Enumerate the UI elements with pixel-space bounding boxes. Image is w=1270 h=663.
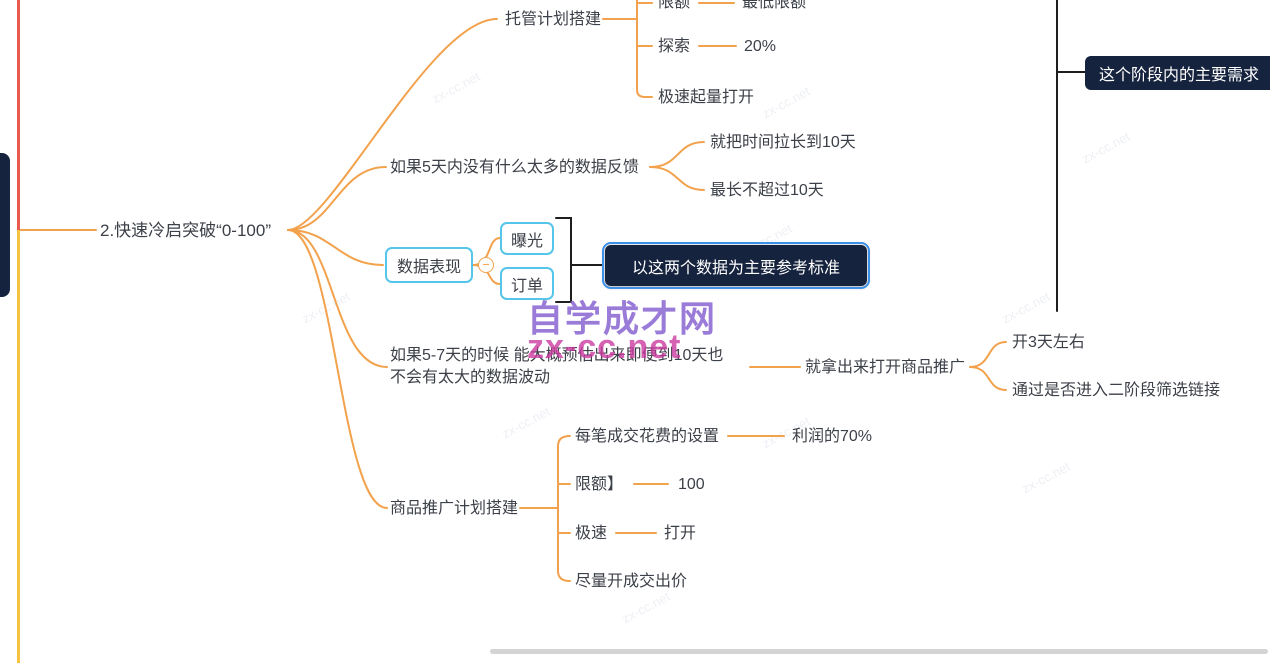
- node-speed-launch[interactable]: 极速起量打开: [658, 89, 755, 106]
- node-predict-line1: 如果5-7天的时候 能大概预估出来即便到10天也: [390, 347, 724, 364]
- collapse-button[interactable]: −: [478, 257, 494, 273]
- node-open-promotion[interactable]: 就拿出来打开商品推广: [805, 359, 966, 376]
- node-explore-value[interactable]: 20%: [744, 38, 777, 55]
- connector-main-feedback: [287, 166, 387, 231]
- summary-callout-label: 以这两个数据为主要参考标准: [631, 259, 840, 277]
- summary-callout[interactable]: 以这两个数据为主要参考标准: [602, 242, 870, 289]
- node-main-topic[interactable]: 2.快速冷启突破“0-100”: [100, 221, 271, 240]
- connector-dataperf-orders: [472, 264, 501, 285]
- node-max-10days[interactable]: 最长不超过10天: [710, 182, 824, 199]
- node-speed2[interactable]: 极速: [575, 525, 608, 542]
- connector-main-product: [287, 229, 388, 509]
- node-stage2-filter[interactable]: 通过是否进入二阶段筛选链接: [1012, 382, 1221, 399]
- horizontal-scrollbar-thumb[interactable]: [490, 649, 1268, 654]
- connector-feedback-max: [649, 166, 705, 191]
- collapsed-root-node[interactable]: [0, 153, 10, 297]
- node-extend-10days[interactable]: 就把时间拉长到10天: [710, 134, 856, 151]
- node-explore[interactable]: 探索: [658, 38, 691, 55]
- stage-need-box[interactable]: 这个阶段内的主要需求: [1085, 56, 1270, 90]
- node-cost-value[interactable]: 利润的70%: [792, 428, 873, 445]
- node-exposure[interactable]: 曝光: [500, 222, 554, 255]
- connector-action-stage2: [969, 366, 1007, 391]
- node-speed2-value[interactable]: 打开: [664, 525, 697, 542]
- node-bid[interactable]: 尽量开成交出价: [575, 573, 688, 590]
- node-data-performance[interactable]: 数据表现: [385, 247, 473, 283]
- node-orders-label: 订单: [510, 277, 543, 295]
- node-exposure-label: 曝光: [510, 232, 543, 250]
- node-limit2[interactable]: 限额】: [575, 476, 624, 493]
- node-limit-value[interactable]: 最低限额: [742, 0, 807, 11]
- watermark-site-url: zx-cc.net: [527, 328, 682, 366]
- node-limit[interactable]: 限额: [658, 0, 691, 11]
- branch-rail-yellow: [17, 230, 20, 663]
- node-limit2-value[interactable]: 100: [678, 476, 705, 493]
- node-cost-setting[interactable]: 每笔成交花费的设置: [575, 428, 720, 445]
- node-predict-5-7days[interactable]: 如果5-7天的时候 能大概预估出来即便到10天也 不会有太大的数据波动: [390, 345, 723, 389]
- node-predict-line2: 不会有太大的数据波动: [390, 369, 551, 386]
- connector-dataperf-exposure: [472, 237, 501, 266]
- connector-main-predict: [287, 229, 388, 368]
- connector-main-hosting: [287, 18, 498, 231]
- branch-rail-red: [17, 0, 20, 230]
- node-product-plan[interactable]: 商品推广计划搭建: [390, 500, 519, 517]
- node-open-3days[interactable]: 开3天左右: [1012, 334, 1085, 351]
- node-orders[interactable]: 订单: [500, 267, 554, 300]
- connector-main-dataperf: [287, 229, 384, 266]
- stage-need-label: 这个阶段内的主要需求: [1099, 67, 1260, 84]
- watermark-site-name: 自学成才网: [527, 298, 718, 339]
- node-feedback-5days[interactable]: 如果5天内没有什么太多的数据反馈: [390, 159, 639, 176]
- connector-product-rail: [557, 435, 571, 582]
- summary-bracket: [555, 217, 572, 303]
- node-hosting-plan[interactable]: 托管计划搭建: [505, 11, 602, 28]
- connector-feedback-extend: [649, 141, 705, 168]
- node-data-performance-label: 数据表现: [396, 259, 461, 276]
- connector-action-open3: [969, 341, 1007, 368]
- connector-hosting-rail: [636, 0, 653, 98]
